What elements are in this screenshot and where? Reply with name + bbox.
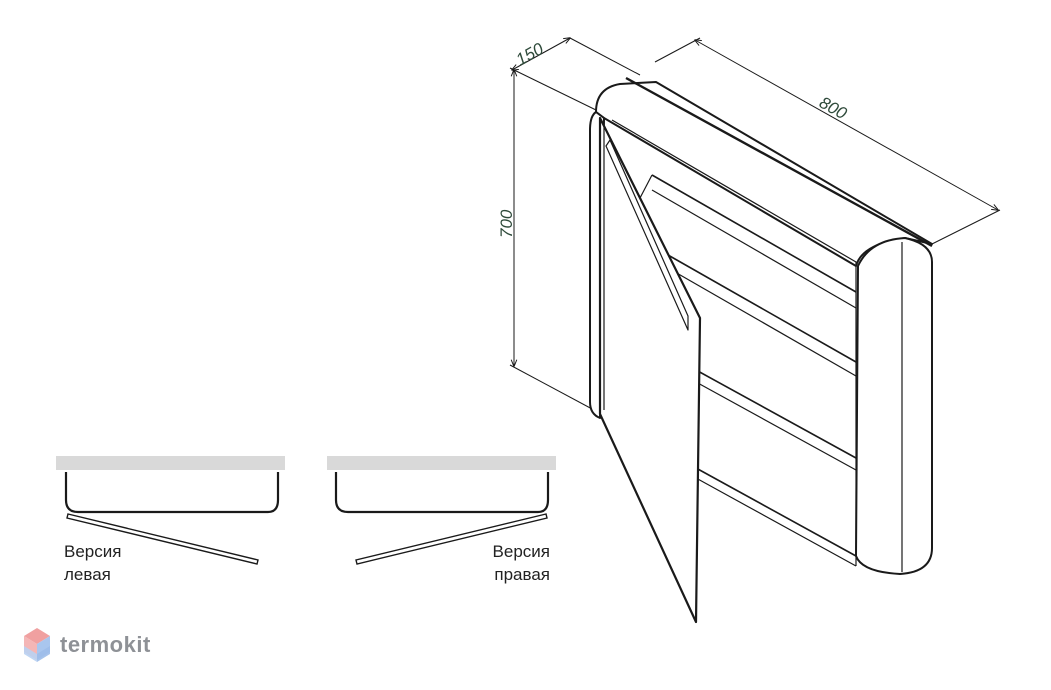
plan-left-version — [56, 456, 285, 565]
watermark-text: termokit — [60, 632, 151, 657]
height-dimension-label: 700 — [497, 209, 516, 238]
label-right-line1: Версия — [492, 542, 550, 561]
label-right-version: Версия правая — [478, 540, 550, 586]
label-left-line2: левая — [64, 565, 111, 584]
wall-right — [327, 456, 556, 470]
width-dimension-line — [695, 40, 998, 210]
depth-dimension-line — [512, 38, 570, 70]
door-right-open — [355, 513, 548, 565]
door-left-open — [66, 513, 259, 565]
cabinet-door — [598, 116, 702, 624]
cabinet-shelves — [639, 174, 857, 567]
label-left-version: Версия левая — [64, 540, 121, 586]
depth-dimension-label: 150 — [513, 39, 547, 70]
label-right-line2: правая — [494, 565, 550, 584]
wall-left — [56, 456, 285, 470]
plan-right-version — [327, 456, 556, 565]
label-left-line1: Версия — [64, 542, 122, 561]
dimension-lines — [509, 38, 1001, 411]
width-dimension-label: 800 — [816, 93, 850, 124]
watermark-logo: termokit — [22, 624, 151, 666]
hexagon-cube-icon — [24, 628, 50, 662]
